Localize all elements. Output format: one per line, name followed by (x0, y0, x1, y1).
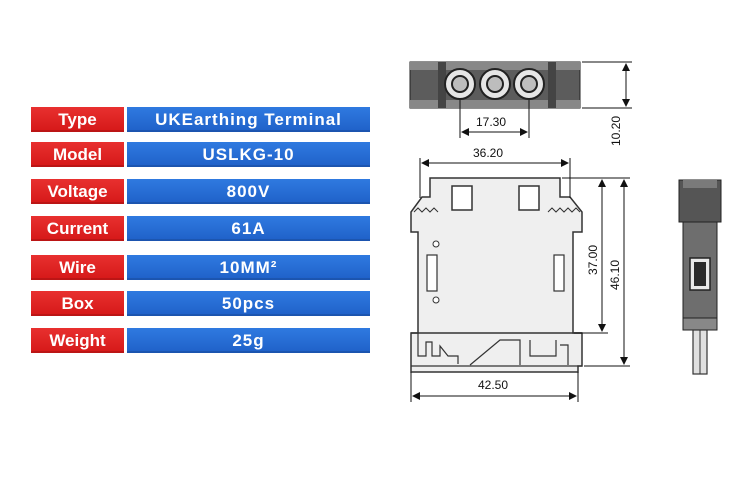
spec-label: Wire (31, 255, 124, 280)
dim-width-bottom: 42.50 (478, 378, 508, 392)
spec-row-voltage: Voltage 800V (31, 179, 370, 204)
spec-row-wire: Wire 10MM² (31, 255, 370, 280)
dim-top-pitch: 17.30 (476, 115, 506, 129)
dim-height-total: 46.10 (608, 260, 622, 290)
side-view (678, 179, 722, 375)
spec-value: 50pcs (127, 291, 370, 316)
top-view: 17.30 10.20 (409, 61, 632, 146)
spec-row-box: Box 50pcs (31, 291, 370, 316)
spec-value: USLKG-10 (127, 142, 370, 167)
spec-label: Type (31, 107, 124, 132)
dim-height-inner: 37.00 (586, 245, 600, 275)
dim-width-top: 36.20 (473, 146, 503, 160)
dim-top-height: 10.20 (609, 116, 623, 146)
spec-value: 800V (127, 179, 370, 204)
spec-value: UKEarthing Terminal (127, 107, 370, 132)
spec-row-model: Model USLKG-10 (31, 142, 370, 167)
spec-value: 25g (127, 328, 370, 353)
spec-label: Current (31, 216, 124, 241)
spec-label: Weight (31, 328, 124, 353)
spec-label: Model (31, 142, 124, 167)
spec-row-type: Type UKEarthing Terminal (31, 107, 370, 132)
spec-row-current: Current 61A (31, 216, 370, 241)
spec-value: 61A (127, 216, 370, 241)
front-view: 36.20 37.00 46.10 42.50 (410, 146, 630, 402)
spec-label: Voltage (31, 179, 124, 204)
spec-row-weight: Weight 25g (31, 328, 370, 353)
spec-label: Box (31, 291, 124, 316)
spec-value: 10MM² (127, 255, 370, 280)
